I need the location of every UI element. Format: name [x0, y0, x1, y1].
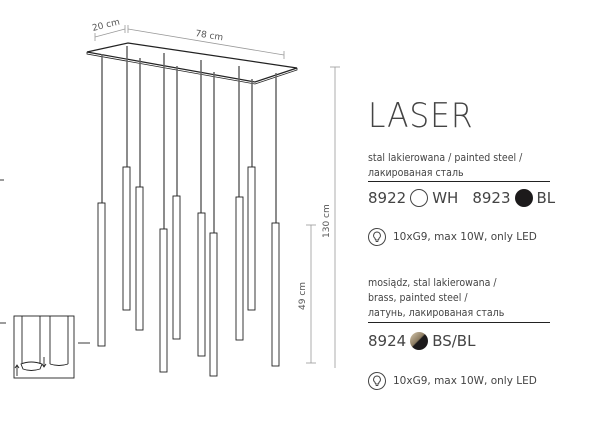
ceiling-canopy [86, 42, 298, 85]
variant-code: 8922 [368, 189, 407, 207]
dimension-width-label: 78 cm [195, 29, 224, 43]
divider [368, 322, 550, 323]
variant-code: 8923 [472, 189, 511, 207]
bulb-spec: 10xG9, max 10W, only LED [368, 372, 537, 390]
dimension-total-height-label: 130 cm [322, 204, 332, 238]
product-title: LASER [368, 96, 474, 136]
variant-code: 8924 [368, 332, 407, 350]
dimension-tube-height-label: 49 cm [298, 282, 308, 310]
dimension-tube-height [306, 224, 316, 364]
swatch-black-icon [514, 189, 533, 207]
variant-codes-row: 8924 BS/BL [368, 332, 475, 350]
material-line: stal lakierowana / painted steel / [368, 152, 523, 164]
swatch-white-icon [410, 189, 429, 207]
bulb-spec-text: 10xG9, max 10W, only LED [393, 231, 537, 243]
bulb-spec-text: 10xG9, max 10W, only LED [393, 375, 537, 387]
bulb-icon [368, 228, 386, 246]
detail-inset [0, 179, 90, 379]
variant-color-code: BL [536, 189, 556, 207]
material-line: brass, painted steel / [368, 292, 468, 304]
dimension-depth [94, 25, 126, 41]
variant-codes-row: 8922 WH 8923 BL [368, 189, 555, 207]
material-line: лакированая сталь [368, 167, 464, 179]
variant-color-code: WH [432, 189, 459, 207]
material-line: латунь, лакированая сталь [368, 307, 505, 319]
pendant-tubes [97, 46, 280, 377]
dimension-total-height [330, 66, 340, 368]
divider [368, 181, 550, 182]
bulb-icon [368, 372, 386, 390]
swatch-brass-black-icon [410, 332, 429, 350]
dimension-width [127, 25, 285, 59]
bulb-spec: 10xG9, max 10W, only LED [368, 228, 537, 246]
variant-color-code: BS/BL [432, 332, 476, 350]
material-line: mosiądz, stal lakierowana / [368, 277, 497, 289]
